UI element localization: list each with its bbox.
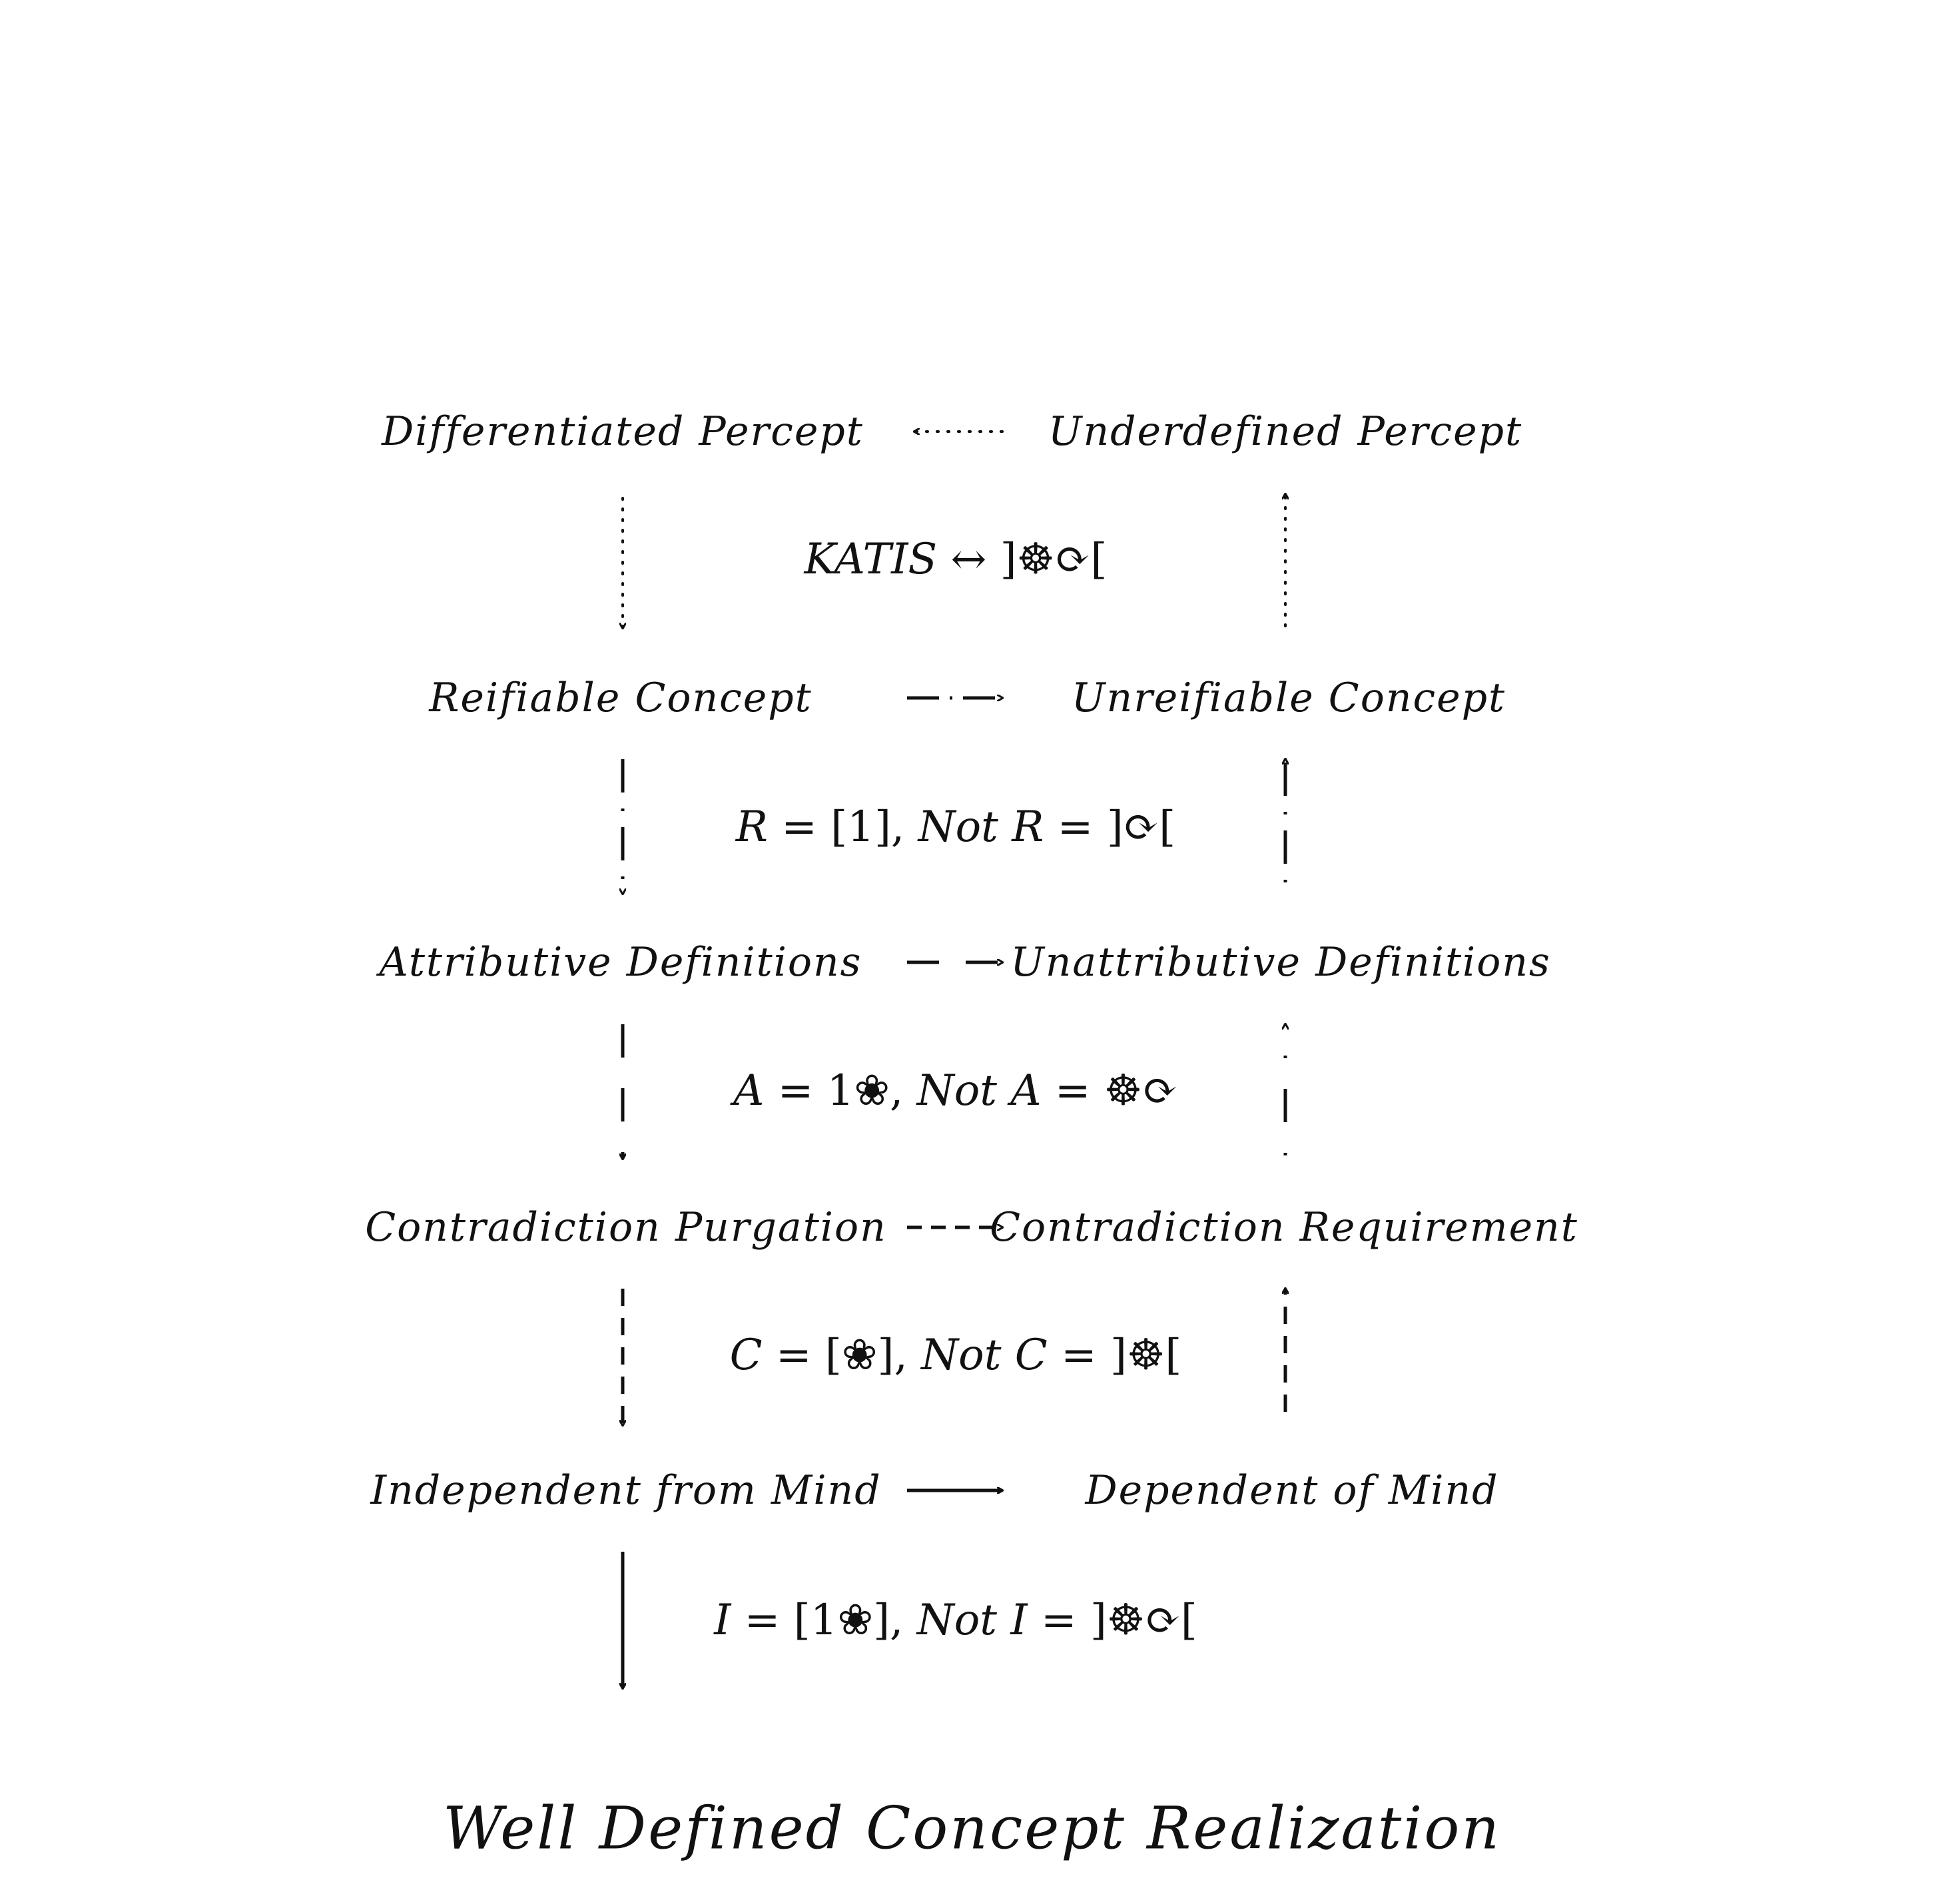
formula-row4-var: C: [729, 1331, 763, 1380]
formula-row5: I = [1❀], Not I = ]☸⟳[: [714, 1596, 1197, 1645]
formula-row3-var: A: [733, 1066, 765, 1115]
flower-icon: ❀: [854, 1066, 890, 1115]
formula-row4: C = [❀], Not C = ]☸[: [730, 1331, 1182, 1380]
formula-row4-op2: = ]: [1047, 1331, 1128, 1380]
node-unreifiable-concept: Unreifiable Concept: [1071, 675, 1506, 721]
node-contradiction-purgation: Contradiction Purgation: [365, 1204, 887, 1251]
formula-row3-op: = 1: [764, 1066, 854, 1115]
formula-row5-sep: ],: [873, 1596, 917, 1645]
flower-icon: ❀: [837, 1596, 874, 1645]
formula-row1-op: ↔ ]: [937, 535, 1017, 584]
formula-row4-close: [: [1165, 1331, 1182, 1380]
formula-row2-not: Not R: [918, 802, 1044, 852]
formula-row2-op2: = ]: [1044, 802, 1124, 852]
formula-row2-op: = [1],: [767, 802, 918, 852]
formula-row5-not: Not I: [916, 1596, 1028, 1645]
formula-row1-close: [: [1090, 535, 1108, 584]
formula-row5-op2: = ]: [1027, 1596, 1107, 1645]
formula-row2-var: R: [735, 802, 768, 852]
dharma-wheel-icon: ☸: [1016, 535, 1055, 584]
formula-row3-sep: ,: [890, 1066, 917, 1115]
formula-row5-op: = [1: [731, 1596, 838, 1645]
formula-row2: R = [1], Not R = ]⟳[: [736, 802, 1176, 852]
node-attributive-definitions: Attributive Definitions: [379, 939, 862, 986]
formula-row4-not: Not C: [921, 1331, 1048, 1380]
dharma-wheel-icon: ☸: [1104, 1066, 1143, 1115]
formula-row3-not: Not A: [916, 1066, 1042, 1115]
node-differentiated-percept: Differentiated Percept: [382, 408, 864, 455]
formula-row3: A = 1❀, Not A = ☸⟳: [733, 1066, 1178, 1115]
cycle-arrows-icon: ⟳: [1142, 1066, 1178, 1115]
formula-row4-sep: ],: [877, 1331, 922, 1380]
formula-row5-var: I: [714, 1596, 731, 1645]
node-reifiable-concept: Reifiable Concept: [429, 675, 812, 721]
cycle-arrows-icon: ⟳: [1123, 802, 1159, 852]
cycle-arrows-icon: ⟳: [1145, 1596, 1181, 1645]
formula-row1-var: KATIS: [804, 535, 938, 584]
node-unattributive-definitions: Unattributive Definitions: [1010, 939, 1551, 986]
node-dependent-of-mind: Dependent of Mind: [1085, 1467, 1499, 1514]
dharma-wheel-icon: ☸: [1127, 1331, 1165, 1380]
formula-row1: KATIS ↔ ]☸⟳[: [805, 535, 1108, 584]
formula-row5-close: [: [1180, 1596, 1197, 1645]
node-contradiction-requirement: Contradiction Requirement: [990, 1204, 1578, 1251]
flower-icon: ❀: [841, 1331, 878, 1380]
formula-row3-op2: =: [1041, 1066, 1104, 1115]
diagram-title: Well Defined Concept Realization: [442, 1793, 1502, 1863]
node-underdefined-percept: Underdefined Percept: [1048, 408, 1523, 455]
cycle-arrows-icon: ⟳: [1054, 535, 1091, 584]
node-independent-from-mind: Independent from Mind: [370, 1467, 882, 1514]
dharma-wheel-icon: ☸: [1106, 1596, 1145, 1645]
formula-row2-close: [: [1159, 802, 1176, 852]
formula-row4-op: = [: [762, 1331, 842, 1380]
